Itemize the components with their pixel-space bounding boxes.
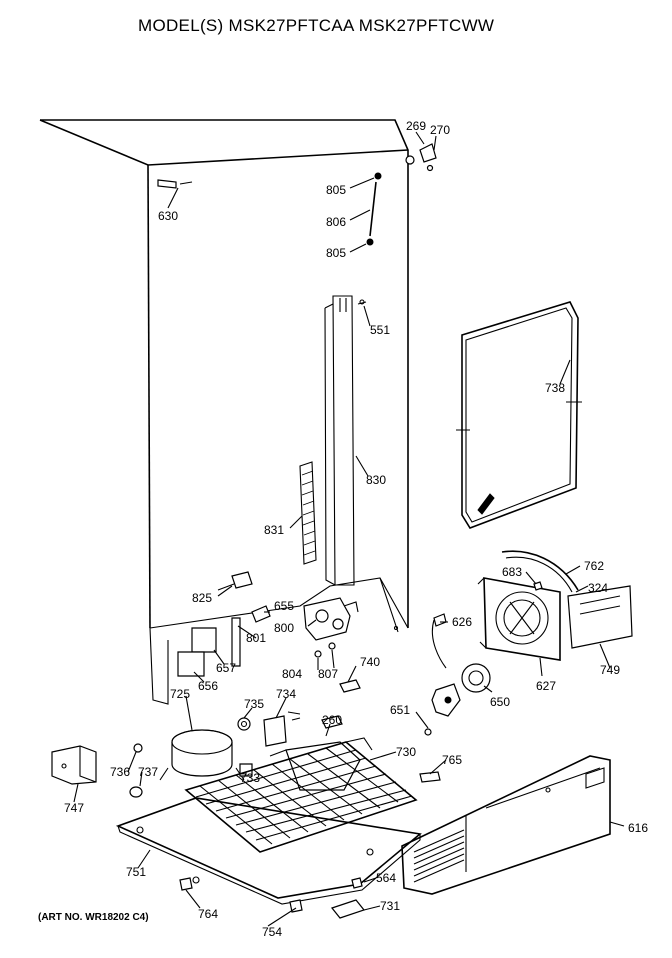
callout-825: 825 <box>192 591 212 605</box>
callout-731: 731 <box>380 899 400 913</box>
callout-807: 807 <box>318 667 338 681</box>
callout-627: 627 <box>536 679 556 693</box>
callout-725: 725 <box>170 687 190 701</box>
callout-830: 830 <box>366 473 386 487</box>
wire-clips <box>217 571 271 623</box>
page-title: MODEL(S) MSK27PFTCAA MSK27PFTCWW <box>138 16 495 35</box>
callout-324: 324 <box>588 581 608 595</box>
callout-630: 630 <box>158 209 178 223</box>
callout-270: 270 <box>430 123 450 137</box>
art-number: (ART NO. WR18202 C4) <box>38 912 149 923</box>
callout-683: 683 <box>502 565 522 579</box>
small-parts <box>179 771 441 919</box>
callout-737: 737 <box>138 765 158 779</box>
callout-733: 733 <box>240 771 260 785</box>
callout-764: 764 <box>198 907 218 921</box>
callout-806: 806 <box>326 215 346 229</box>
callout-269: 269 <box>406 119 426 133</box>
callout-655: 655 <box>274 599 294 613</box>
cabinet <box>39 119 409 705</box>
access-cover <box>401 755 611 895</box>
callout-805-bottom: 805 <box>326 246 346 260</box>
callout-738: 738 <box>545 381 565 395</box>
callout-656: 656 <box>198 679 218 693</box>
callout-labels: 269 270 805 806 805 630 551 738 830 831 … <box>64 119 648 939</box>
gasket <box>456 301 582 529</box>
callout-650: 650 <box>490 695 510 709</box>
callout-805-top: 805 <box>326 183 346 197</box>
callout-735: 735 <box>244 697 264 711</box>
callout-564: 564 <box>376 871 396 885</box>
valve-assembly <box>177 597 361 693</box>
callout-260: 260 <box>322 713 342 727</box>
callout-740: 740 <box>360 655 380 669</box>
callout-831: 831 <box>264 523 284 537</box>
callout-616: 616 <box>628 821 648 835</box>
callout-801: 801 <box>246 631 266 645</box>
callout-747: 747 <box>64 801 84 815</box>
callout-762: 762 <box>584 559 604 573</box>
callout-751: 751 <box>126 865 146 879</box>
relay-overload <box>263 711 361 791</box>
fan-motor <box>424 663 491 736</box>
heater-strip <box>299 461 317 565</box>
callout-551: 551 <box>370 323 390 337</box>
leader-lines <box>73 131 625 927</box>
callout-734: 734 <box>276 687 296 701</box>
side-bracket <box>51 745 97 785</box>
condenser-coil <box>184 737 418 853</box>
callout-730: 730 <box>396 745 416 759</box>
evaporator-channel <box>324 295 367 586</box>
top-hinge-parts <box>157 143 437 246</box>
callout-804: 804 <box>282 667 302 681</box>
base-pan <box>115 797 422 905</box>
callout-765: 765 <box>442 753 462 767</box>
callout-657: 657 <box>216 661 236 675</box>
callout-626: 626 <box>452 615 472 629</box>
callout-651: 651 <box>390 703 410 717</box>
callout-749: 749 <box>600 663 620 677</box>
callout-800: 800 <box>274 621 294 635</box>
compressor <box>129 717 253 798</box>
callout-736: 736 <box>110 765 130 779</box>
callout-754: 754 <box>262 925 282 939</box>
